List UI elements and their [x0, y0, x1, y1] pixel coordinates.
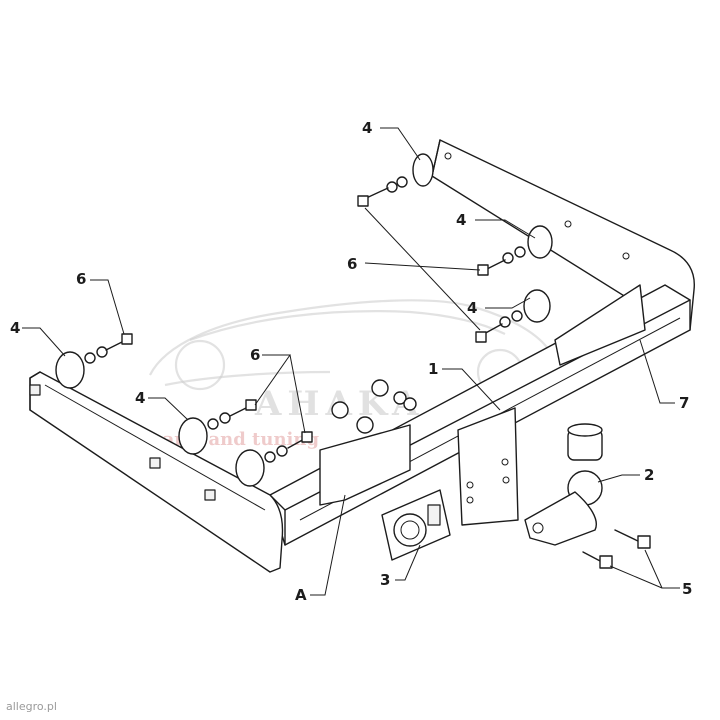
- socket-plate: [381, 489, 451, 561]
- callout-4-left-inner: 4: [135, 389, 145, 407]
- callout-labels: 4 4 4 4 4 6 6 6 1 2 3 5 7 A: [10, 119, 692, 604]
- callout-6-right: 6: [347, 255, 357, 273]
- callout-6-left: 6: [76, 270, 86, 288]
- callout-4-left: 4: [10, 319, 20, 337]
- callout-3: 3: [380, 571, 390, 589]
- callout-4-top: 4: [362, 119, 372, 137]
- beam-brackets: [319, 284, 646, 526]
- fastener-stacks: [55, 153, 553, 487]
- callout-1: 1: [428, 360, 438, 378]
- callout-5: 5: [682, 580, 692, 598]
- callout-a: A: [295, 586, 307, 604]
- tow-ball-assembly: [524, 423, 603, 546]
- left-side-bracket: [29, 371, 284, 573]
- callout-6-center: 6: [250, 346, 260, 364]
- leader-lines: [22, 127, 680, 596]
- footer-watermark: allegro.pl: [6, 700, 57, 713]
- callout-4-right-upper: 4: [456, 211, 466, 229]
- ball-bolts: [582, 529, 651, 569]
- callout-2: 2: [644, 466, 654, 484]
- callout-7: 7: [679, 394, 689, 412]
- callout-4-right-lower: 4: [467, 299, 477, 317]
